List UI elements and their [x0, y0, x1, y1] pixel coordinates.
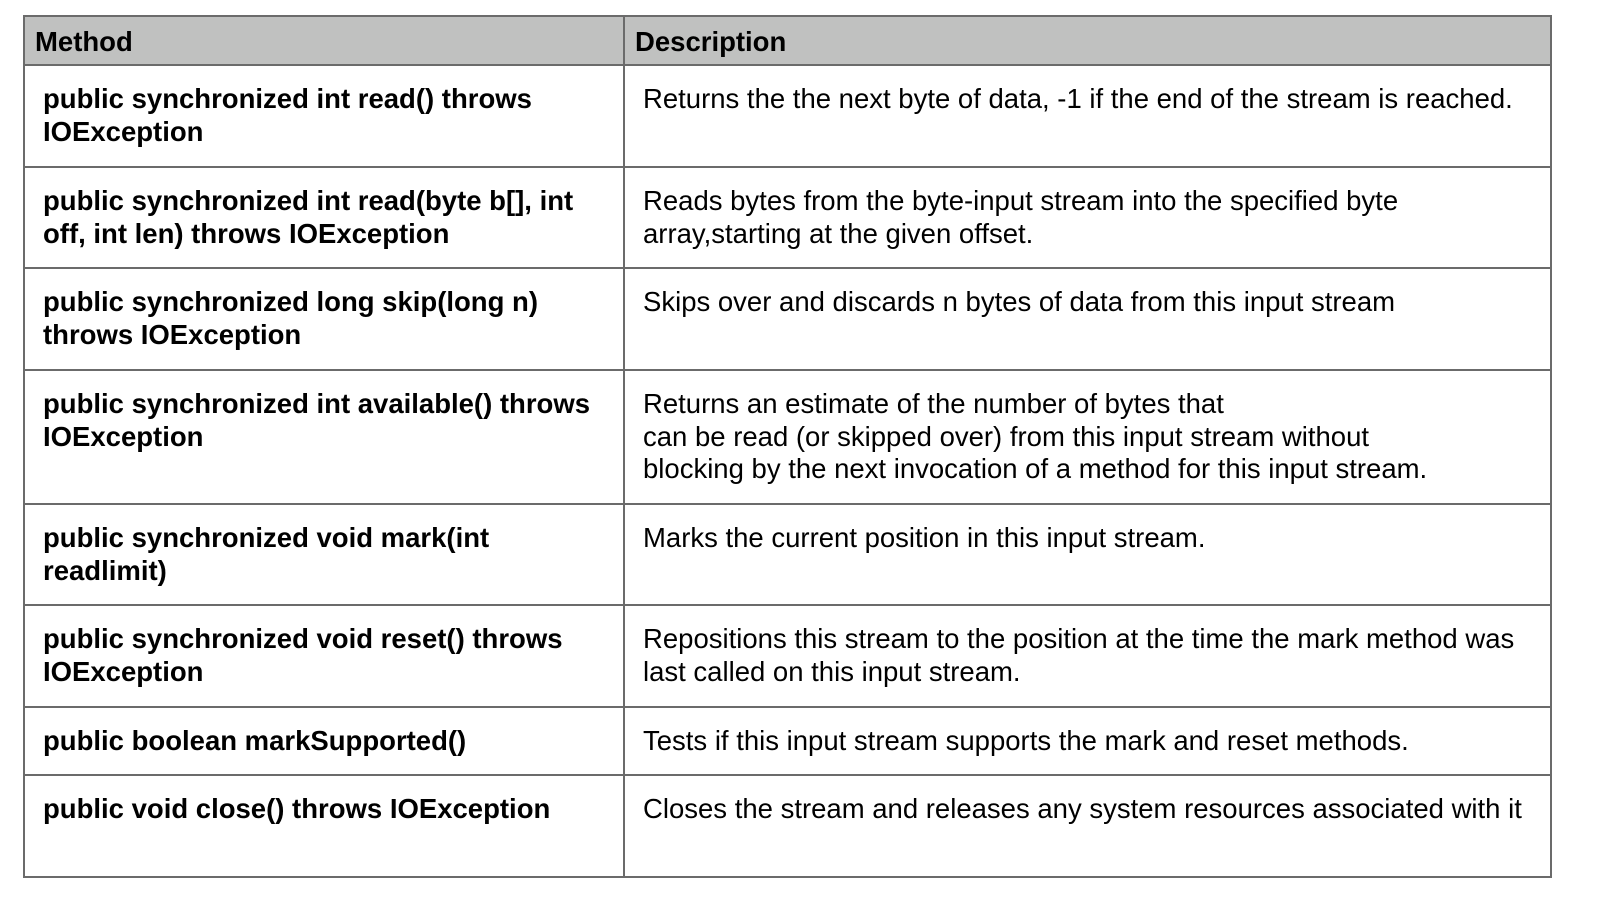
table-row: public synchronized void mark(int readli…	[23, 503, 1552, 606]
method-cell: public synchronized long skip(long n) th…	[23, 267, 625, 371]
method-column-header: Method	[23, 15, 625, 66]
table-row: public synchronized long skip(long n) th…	[23, 267, 1552, 371]
description-cell: Skips over and discards n bytes of data …	[623, 267, 1552, 371]
table-row: public synchronized void reset() throws …	[23, 604, 1552, 708]
description-line: Returns an estimate of the number of byt…	[643, 388, 1224, 419]
description-line: Skips over and discards n bytes of data …	[643, 286, 1396, 317]
description-cell: Returns an estimate of the number of byt…	[623, 369, 1552, 505]
description-line: can be read (or skipped over) from this …	[643, 420, 1370, 452]
table-row: public void close() throws IOException C…	[23, 774, 1552, 878]
description-line: Repositions this stream to the position …	[643, 623, 1515, 687]
method-cell: public synchronized int read() throws IO…	[23, 64, 625, 168]
description-column-header: Description	[623, 15, 1552, 66]
table-row: public synchronized int available() thro…	[23, 369, 1552, 505]
method-cell: public void close() throws IOException	[23, 774, 625, 878]
method-cell: public synchronized void mark(int readli…	[23, 503, 625, 606]
description-line: blocking by the next invocation of a met…	[643, 453, 1428, 484]
description-line: Closes the stream and releases any syste…	[643, 793, 1522, 824]
methods-table: Method Description public synchronized i…	[23, 15, 1552, 878]
table-row: public synchronized int read(byte b[], i…	[23, 166, 1552, 269]
method-cell: public boolean markSupported()	[23, 706, 625, 776]
description-line: Reads bytes from the byte-input stream i…	[643, 185, 1399, 249]
description-cell: Repositions this stream to the position …	[623, 604, 1552, 708]
description-cell: Returns the the next byte of data, -1 if…	[623, 64, 1552, 168]
description-line: Returns the the next byte of data, -1 if…	[643, 83, 1513, 114]
description-cell: Tests if this input stream supports the …	[623, 706, 1552, 776]
description-cell: Marks the current position in this input…	[623, 503, 1552, 606]
description-cell: Reads bytes from the byte-input stream i…	[623, 166, 1552, 269]
method-cell: public synchronized int read(byte b[], i…	[23, 166, 625, 269]
description-cell: Closes the stream and releases any syste…	[623, 774, 1552, 878]
description-line: Marks the current position in this input…	[643, 522, 1206, 553]
header-row: Method Description	[23, 15, 1552, 66]
table-row: public synchronized int read() throws IO…	[23, 64, 1552, 168]
method-cell: public synchronized void reset() throws …	[23, 604, 625, 708]
table-row: public boolean markSupported() Tests if …	[23, 706, 1552, 776]
description-line: Tests if this input stream supports the …	[643, 725, 1409, 756]
method-cell: public synchronized int available() thro…	[23, 369, 625, 505]
